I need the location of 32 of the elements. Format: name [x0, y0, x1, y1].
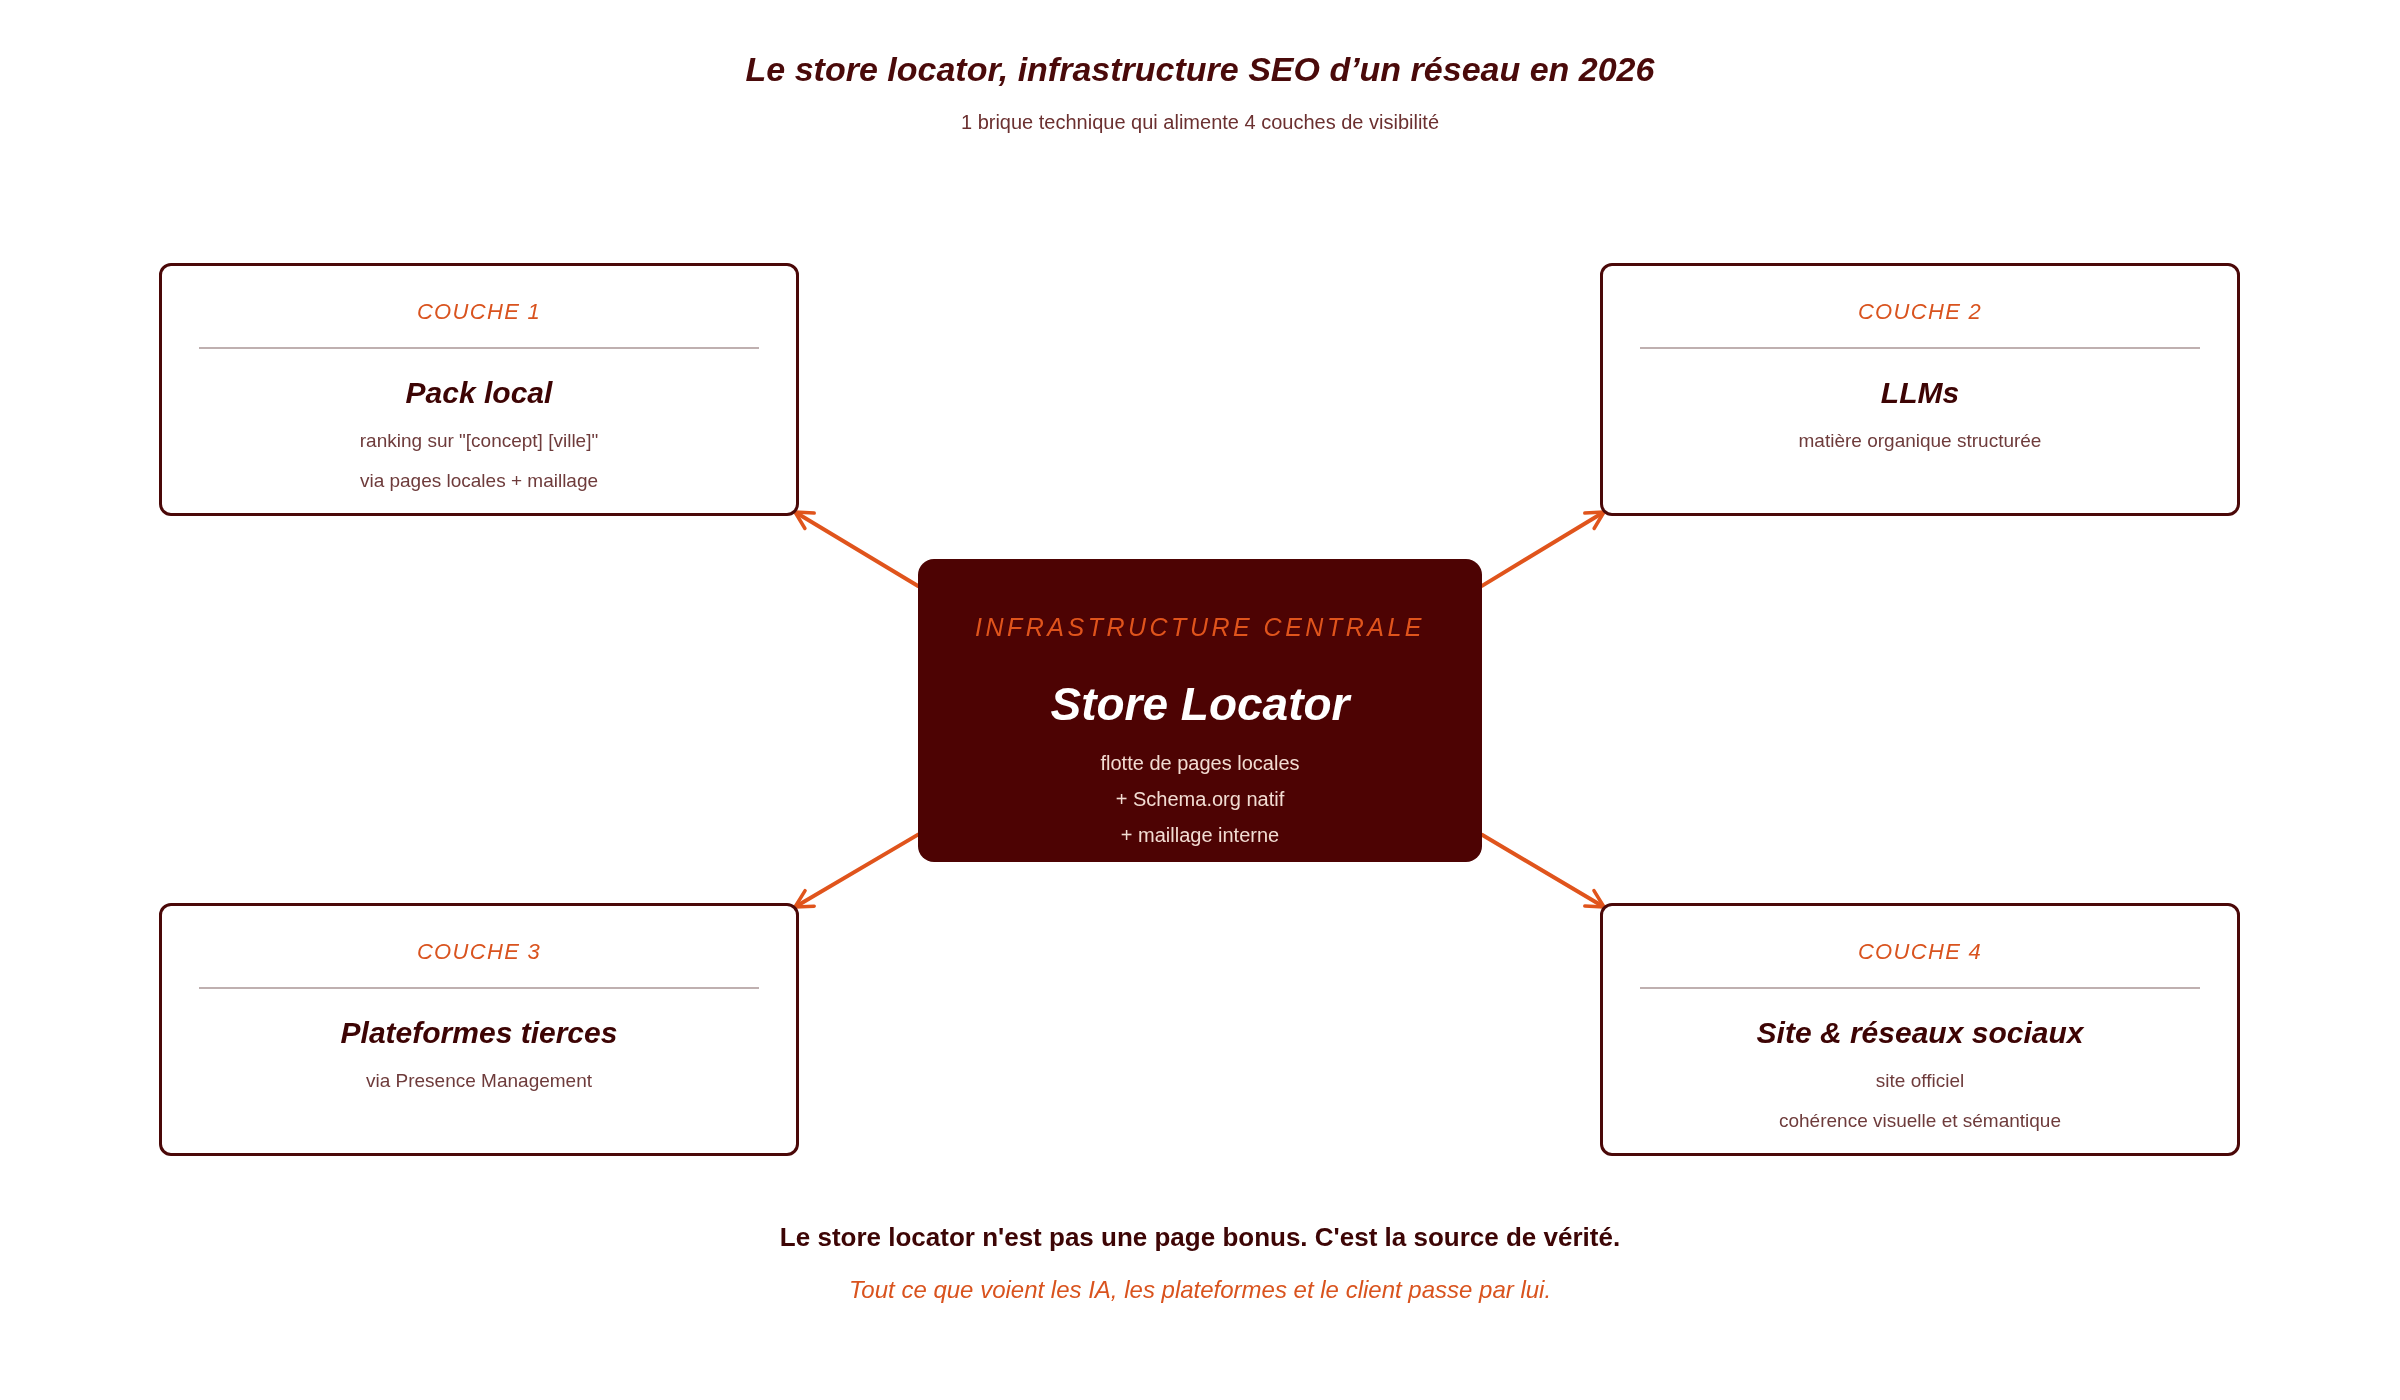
card-text: matière organique structurée: [1798, 429, 2042, 453]
subtitle: 1 brique technique qui alimente 4 couches de visibilité: [960, 110, 1440, 135]
card-heading: Pack local: [405, 375, 553, 411]
layer-card: [159, 903, 799, 1156]
layer-card: [159, 263, 799, 516]
card-text: cohérence visuelle et sémantique: [1779, 1109, 2061, 1133]
card-text: ranking sur "[concept] [ville]": [359, 429, 599, 453]
central-text: + maillage interne: [1120, 823, 1280, 848]
card-heading: Plateformes tierces: [340, 1015, 618, 1051]
eyebrow-label: INFRASTRUCTURE CENTRALE: [975, 612, 1425, 643]
arrow: [793, 832, 920, 909]
conclusion-note: Tout ce que voient les IA, les plateformes et le client passe par lui.: [848, 1275, 1552, 1305]
central-box: [918, 559, 1482, 862]
card-text: via pages locales + maillage: [359, 469, 599, 493]
central-text: flotte de pages locales: [1100, 751, 1300, 776]
arrow: [1480, 510, 1606, 588]
card-heading: Site & réseaux sociaux: [1756, 1015, 2084, 1051]
central-text: + Schema.org natif: [1115, 787, 1285, 812]
central-heading: Store Locator: [1050, 677, 1350, 732]
diagram-title: Le store locator, infrastructure SEO d’un réseau en 2026: [745, 49, 1655, 90]
card-text: site officiel: [1875, 1069, 1965, 1093]
layer-label: COUCHE 3: [416, 938, 542, 966]
layer-card: [1600, 263, 2240, 516]
card-text: via Presence Management: [366, 1069, 592, 1093]
arrow: [1480, 832, 1606, 909]
card-heading: LLMs: [1880, 375, 1960, 411]
layer-card: [1600, 903, 2240, 1156]
layer-label: COUCHE 4: [1857, 938, 1983, 966]
arrow: [793, 510, 920, 588]
conclusion-text: Le store locator n'est pas une page bonus. C'est la source de vérité.: [779, 1221, 1621, 1254]
layer-label: COUCHE 1: [416, 298, 542, 326]
layer-label: COUCHE 2: [1857, 298, 1983, 326]
